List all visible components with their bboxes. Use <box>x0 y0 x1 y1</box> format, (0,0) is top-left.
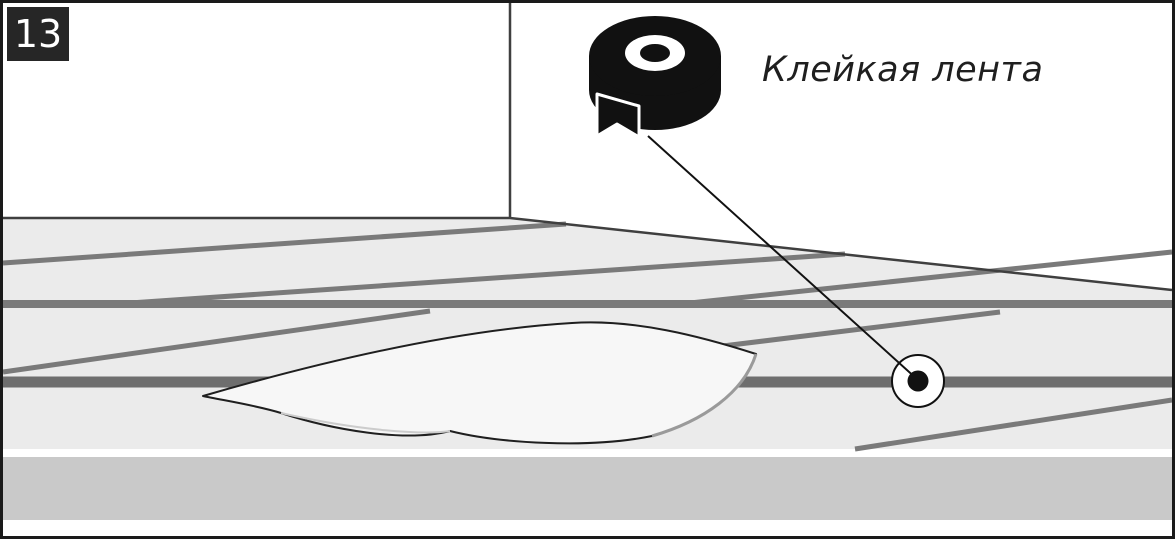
step-number-badge: 13 <box>7 7 69 61</box>
tape-roll-icon <box>589 16 721 139</box>
step-number: 13 <box>13 12 63 56</box>
sheet-curl-shade <box>651 353 758 438</box>
wall-lines <box>3 3 1173 292</box>
wall-floor-junction-line <box>3 216 1173 292</box>
curled-underlay-sheet <box>202 321 758 445</box>
sheet-fold-line <box>280 412 451 434</box>
seam-lines <box>2 221 1173 452</box>
floor-edge-band <box>3 457 1172 520</box>
tape-label: Клейкая лента <box>762 50 1044 90</box>
callout-dot <box>907 370 929 392</box>
callout-pointer-line <box>647 135 919 381</box>
